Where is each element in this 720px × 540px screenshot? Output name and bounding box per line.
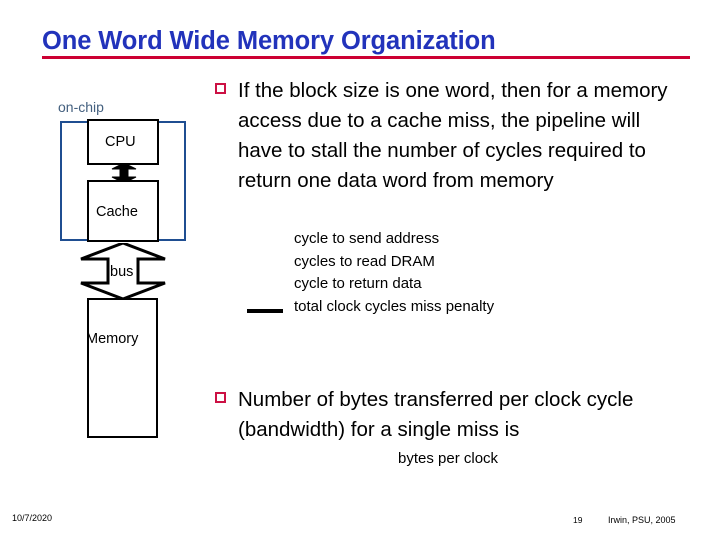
footer-date: 10/7/2020 (12, 513, 53, 523)
bus-label: bus (110, 264, 134, 280)
bandwidth-units-label: bytes per clock (398, 450, 499, 467)
bullet-item-1-text: If the block size is one word, then for … (238, 79, 668, 192)
list-item: cycles to read DRAM (294, 252, 435, 270)
cpu-cache-arrow-icon (106, 163, 142, 183)
bullet-item-1: If the block size is one word, then for … (215, 76, 685, 196)
memory-box (87, 298, 158, 438)
cpu-label: CPU (105, 134, 136, 150)
footer-credit: Irwin, PSU, 2005 (608, 515, 676, 525)
cache-box (87, 180, 159, 242)
bullet-item-2-text: Number of bytes transferred per clock cy… (238, 388, 634, 441)
list-item: cycle to return data (294, 275, 422, 292)
cache-label: Cache (96, 204, 138, 220)
hollow-square-bullet-icon (215, 392, 226, 403)
sum-divider-rule (247, 309, 283, 313)
page-title: One Word Wide Memory Organization (42, 27, 496, 55)
on-chip-label: on-chip (58, 99, 104, 115)
hollow-square-bullet-icon (215, 83, 226, 94)
bus-arrow-icon (75, 243, 171, 299)
footer-page-number: 19 (573, 515, 583, 525)
bullet-item-2: Number of bytes transferred per clock cy… (215, 385, 685, 445)
miss-penalty-breakdown-list: cycle to send address cycles to read DRA… (294, 228, 674, 318)
title-underline-rule (42, 56, 690, 59)
memory-label: Memory (86, 331, 139, 347)
list-item-total: total clock cycles miss penalty (294, 297, 495, 315)
memory-organization-diagram: on-chip CPU Cache bus Memory (0, 0, 220, 460)
list-item: cycle to send address (294, 230, 440, 247)
